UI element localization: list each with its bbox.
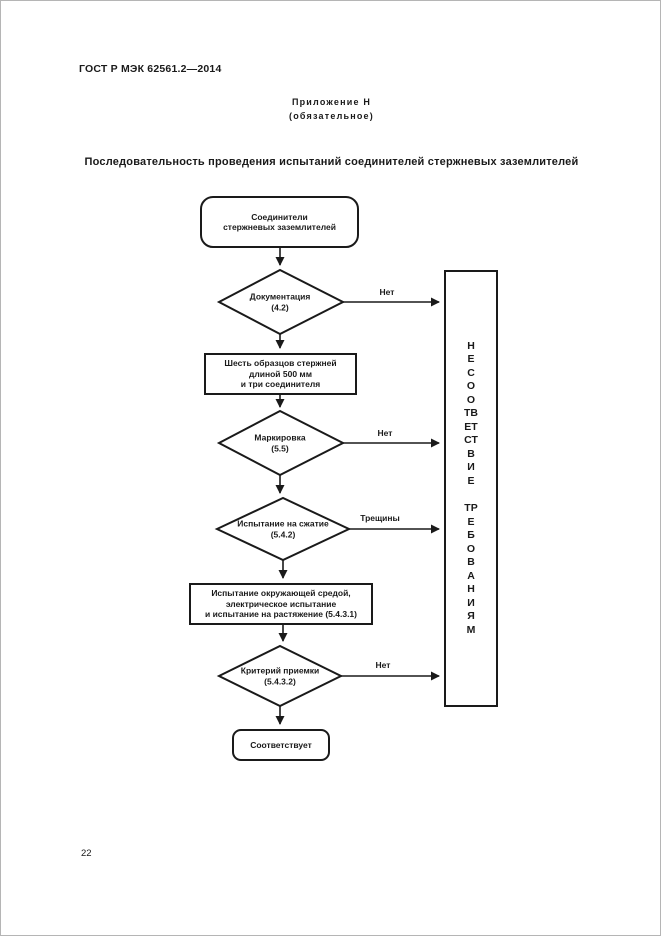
flowchart-title: Последовательность проведения испытаний … — [84, 156, 579, 168]
process-environment: Испытание окружающей средой, электрическ… — [189, 583, 373, 625]
process-samples: Шесть образцов стержней длиной 500 мм и … — [204, 353, 357, 395]
start-node: Соединители стержневых заземлителей — [200, 196, 359, 248]
nonconformity-word-1: НЕСООТВЕТСТВИЕ — [464, 339, 478, 487]
decision-acceptance-label: Критерий приемки (5.4.3.2) — [240, 665, 320, 687]
decision-marking-shape — [216, 409, 346, 477]
standard-number: ГОСТ Р МЭК 62561.2—2014 — [79, 63, 222, 75]
nonconformity-word-2: ТРЕБОВАНИЯМ — [464, 502, 478, 636]
edge-label-no-3: Нет — [375, 660, 391, 670]
edge-label-no-2: Нет — [377, 428, 393, 438]
decision-compression-shape — [214, 496, 352, 562]
decision-documentation-label: Документация (4.2) — [249, 291, 311, 313]
edge-label-cracks: Трещины — [360, 513, 400, 523]
decision-documentation-shape — [216, 268, 346, 336]
decision-acceptance-shape — [216, 644, 344, 708]
page-number: 22 — [81, 848, 92, 859]
decision-marking-label: Маркировка (5.5) — [254, 432, 306, 454]
appendix-heading: Приложение Н (обязательное) — [1, 95, 660, 123]
edge-label-no-1: Нет — [379, 287, 395, 297]
connector-arrows — [275, 248, 440, 725]
end-node: Соответствует — [232, 729, 330, 761]
appendix-title: Приложение Н — [291, 97, 372, 107]
decision-compression-label: Испытание на сжатие (5.4.2) — [237, 518, 329, 540]
appendix-subtitle: (обязательное) — [289, 111, 374, 121]
nonconformity-box: НЕСООТВЕТСТВИЕ ТРЕБОВАНИЯМ — [444, 270, 498, 707]
